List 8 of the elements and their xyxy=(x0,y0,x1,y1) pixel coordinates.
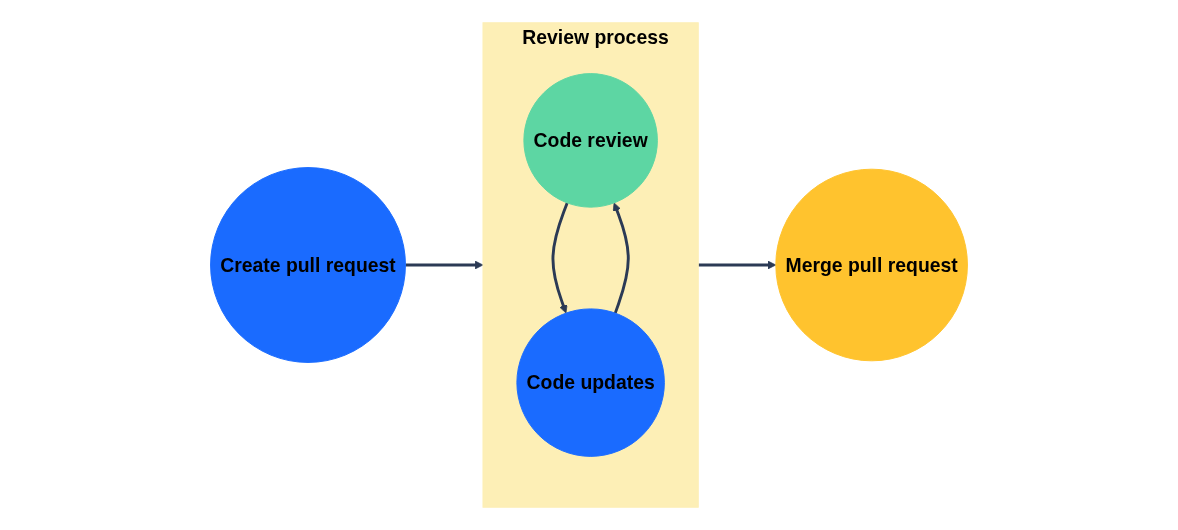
arrow xyxy=(698,260,777,270)
arrow xyxy=(551,202,569,314)
node-circle: Code updates xyxy=(516,308,665,457)
node-circle: Merge pull request xyxy=(775,168,968,362)
arrow xyxy=(405,260,484,270)
node-circle: Code review xyxy=(523,73,658,208)
arrow xyxy=(612,202,630,314)
node-circle: Create pull request xyxy=(210,167,406,363)
